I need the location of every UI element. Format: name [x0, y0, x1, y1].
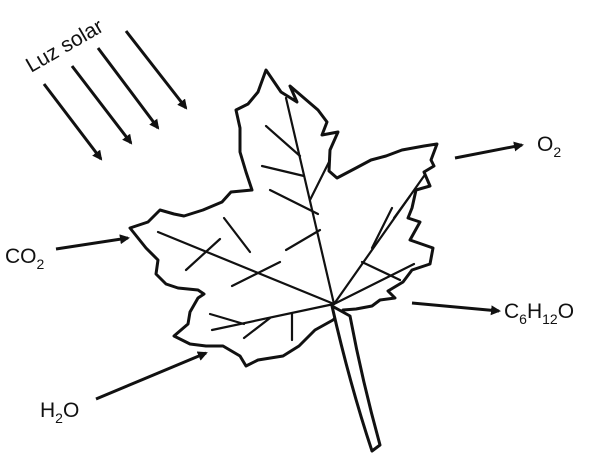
- glucose-label: C6H12O: [504, 300, 574, 327]
- co2-label: CO2: [5, 245, 45, 272]
- oxygen-arrow: [455, 145, 522, 158]
- water-arrow: [96, 353, 206, 399]
- leaf-veins: [158, 98, 424, 340]
- maple-leaf-outline: [130, 70, 437, 366]
- oxygen-label: O2: [537, 133, 561, 160]
- sunlight-arrow: [44, 84, 101, 159]
- leaf-stem: [332, 306, 380, 451]
- water-label: H2O: [40, 399, 79, 426]
- glucose-arrow: [412, 303, 499, 311]
- co2-arrow: [56, 238, 128, 249]
- sunlight-label: Luz solar: [22, 15, 107, 78]
